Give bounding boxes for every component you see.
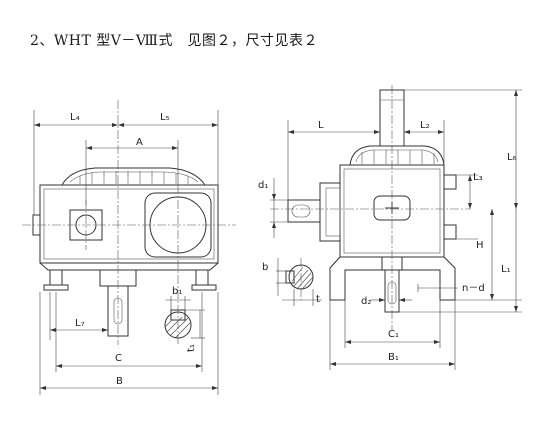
dim-label-a: A — [136, 137, 143, 148]
dim-label-l7: L₇ — [75, 318, 85, 329]
page-title: 2、WHT 型Ⅴ－Ⅷ式 见图２，尺寸见表２ — [30, 33, 318, 49]
dim-label-l6: L₆ — [507, 152, 517, 163]
front-base — [39, 262, 219, 271]
side-top-cover — [349, 145, 445, 166]
front-view: L₄ L₅ A b₁ t₁ L₇ C B — [22, 100, 236, 395]
front-housing — [39, 184, 219, 264]
dim-label-l4: L₄ — [70, 112, 80, 123]
dim-label-l3: L₃ — [473, 172, 483, 183]
dim-label-l2: L₂ — [420, 120, 430, 131]
dim-label-l: L — [318, 120, 324, 131]
dim-label-l1: L₁ — [501, 264, 511, 275]
dim-label-t1: t₁ — [186, 344, 197, 352]
side-view: L L₂ L₆ L₃ H L₁ d₁ b — [258, 85, 522, 370]
side-input-shaft — [287, 199, 321, 223]
front-top-cover — [61, 167, 206, 186]
dim-label-h: H — [476, 240, 484, 251]
dim-label-b1-base: B₁ — [388, 352, 399, 363]
dim-label-b: B — [116, 376, 123, 387]
dim-label-c1: C₁ — [388, 329, 399, 340]
dim-label-b1: b₁ — [172, 286, 182, 297]
dim-label-d2: d₂ — [361, 296, 371, 307]
dim-label-c: C — [115, 353, 122, 364]
dim-label-d1: d₁ — [258, 180, 268, 191]
dim-label-n-d: n－d — [462, 283, 485, 294]
dim-label-t: t — [316, 294, 320, 305]
dim-label-b-key: b — [262, 262, 268, 273]
dim-label-l5: L₅ — [160, 112, 170, 123]
side-base — [329, 256, 456, 301]
